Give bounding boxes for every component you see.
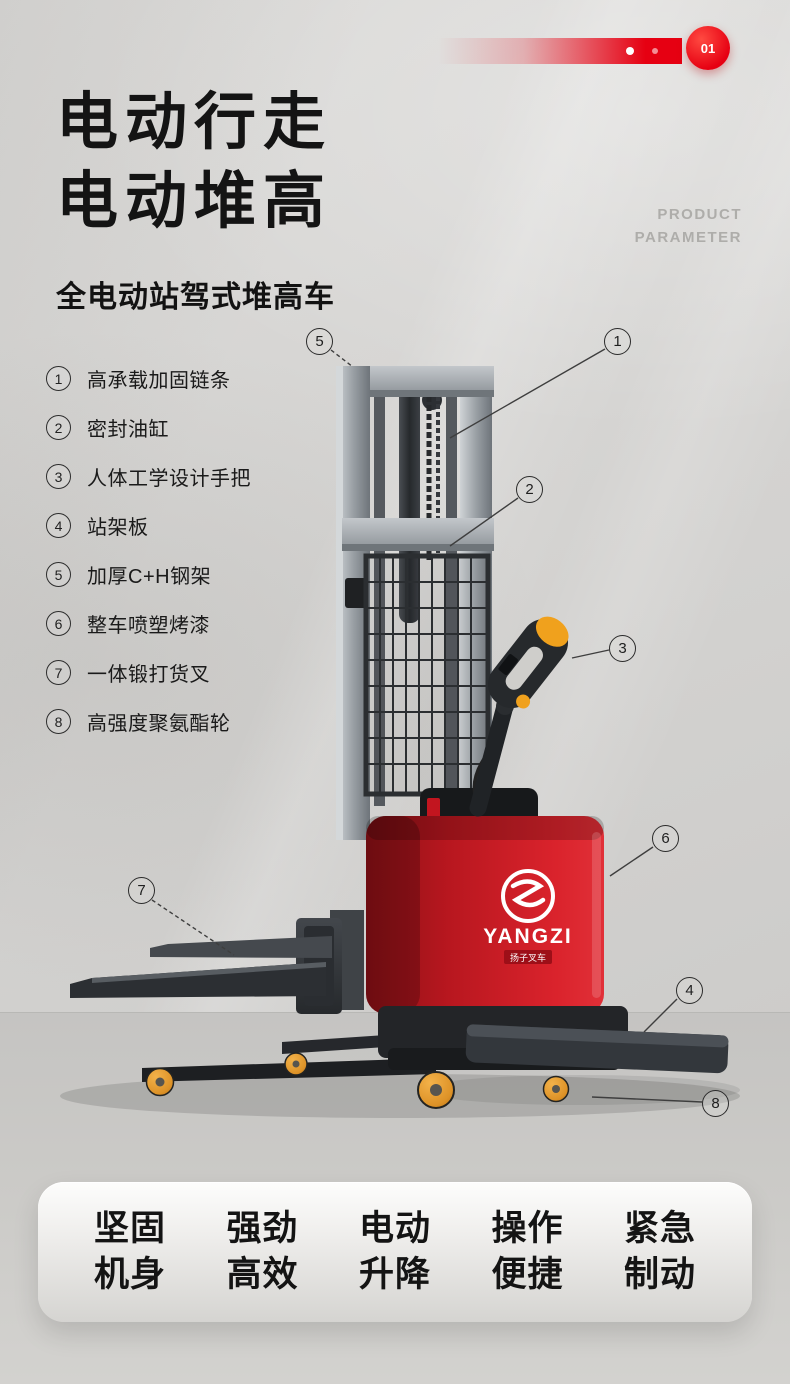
callout-1: 1: [604, 328, 631, 355]
decor-dot-white: [626, 47, 634, 55]
feature-label: 高强度聚氨酯轮: [87, 713, 231, 735]
feature-label: 人体工学设计手把: [87, 468, 251, 490]
feature-number-icon: 6: [46, 611, 71, 636]
decor-gradient-bar: [438, 38, 682, 64]
bottom-feature-3: 电动 升降: [358, 1208, 431, 1294]
callout-6: 6: [652, 825, 679, 852]
feature-item-3: 3 人体工学设计手把: [46, 462, 251, 491]
feature-label: 一体锻打货叉: [87, 664, 210, 686]
bottom-feature-panel: 坚固 机身 强劲 高效 电动 升降 操作 便捷 紧急 制动: [38, 1182, 752, 1322]
bottom-feature-2: 强劲 高效: [226, 1208, 299, 1294]
feature-number-icon: 5: [46, 562, 71, 587]
feature-number-icon: 3: [46, 464, 71, 489]
feature-item-6: 6 整车喷塑烤漆: [46, 609, 251, 638]
feature-item-7: 7 一体锻打货叉: [46, 658, 251, 687]
callout-3: 3: [609, 635, 636, 662]
callout-2: 2: [516, 476, 543, 503]
feature-label: 密封油缸: [87, 419, 169, 441]
bottom-feature-5: 紧急 制动: [623, 1208, 696, 1294]
callout-8: 8: [702, 1090, 729, 1117]
feature-label: 加厚C+H钢架: [87, 566, 212, 588]
product-parameter-line2: PARAMETER: [634, 228, 742, 246]
feature-number-icon: 7: [46, 660, 71, 685]
decor-dot-faded: [652, 48, 658, 54]
callout-5: 5: [306, 328, 333, 355]
feature-number-icon: 2: [46, 415, 71, 440]
product-parameter-label: PRODUCT PARAMETER: [635, 204, 742, 249]
page-title-line2: 电动堆高: [56, 166, 333, 236]
feature-label: 整车喷塑烤漆: [87, 615, 210, 637]
feature-item-1: 1 高承载加固链条: [46, 364, 251, 393]
feature-label: 站架板: [87, 517, 149, 539]
feature-number-icon: 1: [46, 366, 71, 391]
feature-list: 1 高承载加固链条 2 密封油缸 3 人体工学设计手把 4 站架板 5 加厚C+…: [46, 364, 251, 756]
product-parameter-line1: PRODUCT: [657, 206, 742, 223]
feature-item-4: 4 站架板: [46, 511, 251, 540]
feature-item-2: 2 密封油缸: [46, 413, 251, 442]
feature-item-8: 8 高强度聚氨酯轮: [46, 707, 251, 736]
bottom-feature-1: 坚固 机身: [94, 1208, 167, 1294]
feature-item-5: 5 加厚C+H钢架: [46, 560, 251, 589]
page-subtitle: 全电动站驾式堆高车: [56, 281, 335, 314]
feature-label: 高承载加固链条: [87, 370, 231, 392]
page-title: 电动行走 电动堆高: [56, 84, 332, 241]
callout-7: 7: [128, 877, 155, 904]
page-title-line1: 电动行走: [56, 88, 333, 157]
feature-number-icon: 4: [46, 513, 71, 538]
callout-4: 4: [676, 977, 703, 1004]
section-number-badge: 01: [686, 26, 730, 70]
bottom-feature-4: 操作 便捷: [491, 1208, 564, 1294]
feature-number-icon: 8: [46, 709, 71, 734]
